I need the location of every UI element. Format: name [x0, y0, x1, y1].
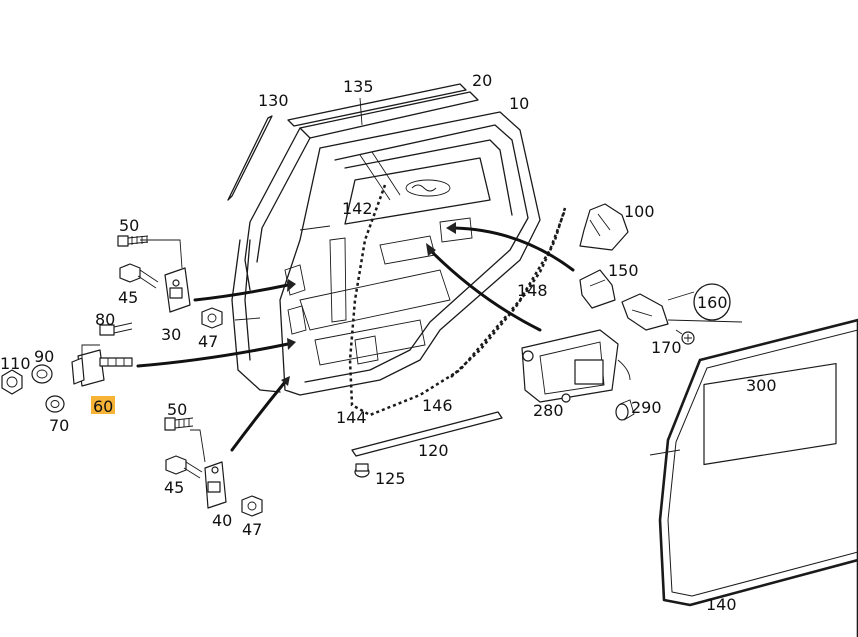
label-110: 110: [0, 354, 31, 373]
label-290: 290: [631, 398, 662, 417]
nut-110: [1, 369, 23, 395]
bolt-45-lower: [165, 455, 203, 479]
label-142: 142: [342, 199, 373, 218]
label-170: 170: [651, 338, 682, 357]
bolt-80: [99, 322, 133, 336]
part-160-handle-insert: [621, 283, 743, 331]
part-150-bracket: [579, 269, 616, 309]
door-check-60: [71, 349, 133, 387]
lock-280: [521, 329, 631, 403]
part-125-clip: [354, 463, 370, 478]
connector-arrows: [136, 222, 575, 452]
nut-47-upper: [201, 307, 223, 329]
label-20: 20: [472, 71, 492, 90]
label-70: 70: [49, 416, 69, 435]
part-130-strip: [227, 115, 273, 201]
label-60: 60: [93, 397, 113, 416]
highlight-60: [91, 396, 115, 414]
label-100: 100: [624, 202, 655, 221]
label-144: 144: [336, 408, 367, 427]
label-148: 148: [517, 281, 548, 300]
label-47-lower: 47: [242, 520, 262, 539]
label-45-upper: 45: [118, 288, 138, 307]
door-shell: [231, 91, 541, 396]
nut-90: [31, 364, 53, 384]
label-125: 125: [375, 469, 406, 488]
label-130: 130: [258, 91, 289, 110]
label-50-lower: 50: [167, 400, 187, 419]
part-148-seal: [449, 207, 567, 379]
label-280: 280: [533, 401, 564, 420]
bolt-50-lower: [164, 417, 194, 431]
label-150: 150: [608, 261, 639, 280]
bolt-50-upper: [117, 235, 149, 247]
label-50-upper: 50: [119, 216, 139, 235]
label-146: 146: [422, 396, 453, 415]
label-90: 90: [34, 347, 54, 366]
label-120: 120: [418, 441, 449, 460]
label-30: 30: [161, 325, 181, 344]
hinge-lower-40: [204, 461, 227, 509]
label-140: 140: [706, 595, 737, 614]
nut-47-lower: [241, 495, 263, 517]
callout-labels: 10 20 30 40 45 45 47 47 50 50 60 70 80 9…: [0, 71, 777, 614]
label-135: 135: [343, 77, 374, 96]
label-45-lower: 45: [164, 478, 184, 497]
bolt-290: [615, 399, 635, 421]
label-160: 160: [697, 293, 728, 312]
bolt-45-upper: [119, 263, 159, 289]
label-300: 300: [746, 376, 777, 395]
screw-170: [675, 329, 695, 345]
part-100-cover: [579, 203, 629, 251]
door-seal-140-300: [649, 318, 858, 637]
part-135-trim: [287, 83, 467, 127]
hinge-upper-30: [164, 267, 191, 313]
label-10: 10: [509, 94, 529, 113]
part-120-strip: [351, 411, 503, 457]
label-47-upper: 47: [198, 332, 218, 351]
washer-70: [45, 395, 65, 413]
label-80: 80: [95, 310, 115, 329]
label-40: 40: [212, 511, 232, 530]
part-142-seal: [348, 184, 567, 417]
